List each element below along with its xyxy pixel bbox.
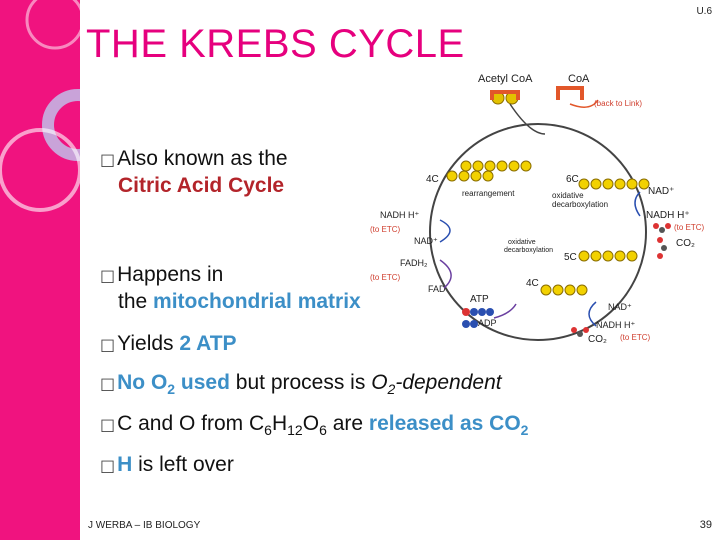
co2-icon-1 [653, 223, 671, 233]
coa-arrow [569, 99, 599, 108]
bullet-hydrogen: □H is left over [100, 452, 234, 479]
molecule-4c-icon [446, 170, 494, 182]
slide-title: THE KREBS CYCLE [86, 22, 465, 66]
adp-label: ADP [478, 318, 497, 328]
bullet-carbon-oxygen: □C and O from C6H12O6 are released as CO… [100, 412, 529, 438]
label-6c: 6C [566, 174, 579, 185]
co2-label-1: CO₂ [676, 238, 695, 249]
label-5c: 5C [564, 252, 577, 263]
decarboxylation-label-1: decarboxylation [552, 200, 608, 209]
nadh-label-3-visible: NADH H⁺ [596, 320, 636, 330]
co2-icon-2 [571, 327, 589, 337]
coa-label: CoA [568, 73, 590, 85]
to-etc-label-1: (to ETC) [370, 225, 401, 234]
bullet-marker: □ [100, 415, 116, 434]
molecule-6c-icon [460, 160, 532, 172]
decarboxylation-label-2: decarboxylation [504, 247, 553, 254]
label-4c-b: 4C [526, 278, 539, 289]
fad-label: FAD [428, 284, 446, 294]
oxidative-label-1: oxidative [552, 191, 584, 200]
molecule-6c-right-icon [578, 178, 650, 190]
atp-icon [462, 308, 494, 316]
oxidative-label-2: oxidative [508, 239, 536, 246]
atp-label: ATP [470, 294, 489, 305]
coa-icon [556, 86, 584, 100]
nad-label-3: NAD⁺ [608, 302, 632, 312]
cycle-circle [429, 123, 647, 341]
to-etc-label-4: (to ETC) [674, 223, 705, 232]
bullet-marker: □ [100, 266, 116, 285]
circle-decoration [0, 0, 80, 212]
bullet-marker: □ [100, 150, 116, 169]
bullet-marker: □ [100, 374, 116, 393]
co2-icon-1b [657, 237, 667, 259]
bullet-yields: □Yields 2 ATP [100, 331, 237, 358]
bullet-marker: □ [100, 335, 116, 354]
nad-arrow-1 [634, 191, 641, 217]
nadh-label-2: NADH H⁺ [380, 210, 420, 220]
adp-icon [462, 320, 478, 328]
bullet-oxygen: □No O2 used but process is O2-dependent [100, 371, 502, 397]
fadh2-label: FADH₂ [400, 258, 428, 268]
acetyl-coa-label: Acetyl CoA [478, 73, 533, 85]
slide-code: U.6 [696, 6, 712, 17]
nad-label-1: NAD⁺ [648, 186, 674, 197]
bullet-location: □Happens in the mitochondrial matrix [100, 263, 361, 313]
fad-arrow [439, 259, 452, 289]
bullet-also-known: □Also known as the Citric Acid Cycle [100, 147, 288, 197]
label-4c: 4C [426, 174, 439, 185]
acetyl-arrow [509, 103, 546, 135]
atp-arrow [493, 303, 517, 319]
to-etc-label-2: (to ETC) [370, 273, 401, 282]
molecule-4c-b-icon [540, 284, 588, 296]
nad-arrow-2 [439, 219, 451, 243]
rearrangement-label: rearrangement [462, 189, 515, 198]
nad-arrow-3 [588, 301, 597, 327]
bullet-marker: □ [100, 456, 116, 475]
krebs-cycle-diagram: Acetyl CoA CoA (back to Link) 4C 6C rear… [370, 73, 705, 345]
footer-author: J WERBA – IB BIOLOGY [88, 520, 201, 531]
to-etc-label-3: (to ETC) [620, 333, 651, 342]
nadh-label-1: NADH H⁺ [646, 210, 690, 221]
acetyl-coa-icon [490, 90, 520, 105]
back-to-link-label: (back to Link) [594, 99, 642, 108]
page-number: 39 [699, 519, 712, 531]
nad-label-2: NAD⁺ [414, 236, 438, 246]
molecule-5c-icon [578, 250, 638, 262]
co2-label-2: CO₂ [588, 334, 607, 345]
sidebar-decoration [0, 0, 80, 540]
